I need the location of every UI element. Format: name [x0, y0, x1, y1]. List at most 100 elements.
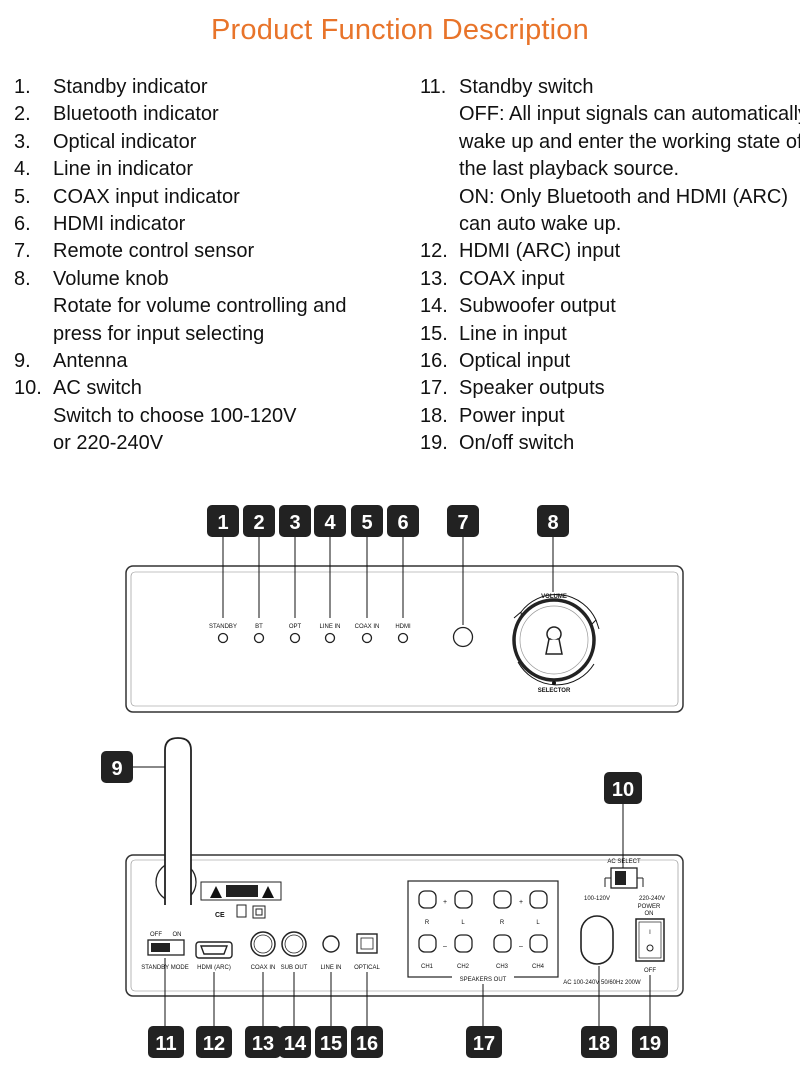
device-diagram: STANDBY BT OPT LINE IN COAX IN HDMI VOLU…: [101, 505, 684, 1058]
item-number: 12.: [420, 240, 448, 263]
coax-in-label: COAX IN: [251, 965, 276, 971]
callout-badge-16: 16: [351, 1026, 383, 1058]
switch-off-mark-icon: [646, 944, 654, 952]
sub-out-port[interactable]: SUB OUT: [281, 931, 308, 971]
speaker-outputs: + + – – R L R L CH1 CH2 CH3 CH4 SPEAKERS…: [407, 880, 559, 983]
item-text: Subwoofer output: [459, 295, 616, 318]
item-number: 14.: [420, 295, 448, 318]
power-label: POWER: [638, 904, 661, 910]
speaker-terminal[interactable]: [418, 890, 437, 909]
item-text: wake up and enter the working state of: [459, 130, 800, 153]
list-item: 9.Antenna: [14, 348, 394, 375]
item-text: COAX input indicator: [53, 185, 240, 208]
item-text: Line in indicator: [53, 158, 194, 181]
ac-high-label: 220-240V: [639, 896, 665, 902]
ac-select-switch[interactable]: AC SELECT 100-120V 220-240V: [584, 859, 665, 902]
power-input-socket[interactable]: [580, 915, 614, 965]
minus-label: –: [443, 943, 447, 950]
speaker-terminal[interactable]: [418, 934, 437, 953]
standby-on-label: ON: [173, 932, 182, 938]
speaker-terminal[interactable]: [493, 890, 512, 909]
list-item: 2.Bluetooth indicator: [14, 101, 394, 128]
channel-label: CH4: [532, 964, 545, 970]
item-text: or 220-240V: [53, 432, 164, 455]
svg-text:3: 3: [289, 512, 300, 534]
safety-labels: CE: [200, 881, 282, 919]
item-number: 17.: [420, 377, 448, 400]
double-insulation-icon: [252, 905, 266, 919]
svg-text:15: 15: [320, 1033, 342, 1055]
switch-on-mark: I: [649, 930, 651, 936]
line-in-led-icon: [324, 632, 336, 644]
list-item: 4. Line in indicator: [14, 156, 394, 183]
list-item: 16. Optical input: [420, 348, 798, 375]
remote-sensor-icon: [452, 626, 474, 648]
item-text: Line in input: [459, 322, 567, 345]
list-item: 3.Optical indicator: [14, 129, 394, 156]
hdmi-arc-port[interactable]: HDMI (ARC): [195, 941, 233, 971]
item-text: Optical input: [459, 350, 571, 373]
callout-badge-5: 5: [351, 505, 383, 537]
indicator-label-hdmi: HDMI: [395, 624, 411, 630]
svg-text:8: 8: [547, 512, 558, 534]
svg-text:17: 17: [473, 1033, 495, 1055]
list-item: 14. Subwoofer output: [420, 293, 798, 320]
svg-text:10: 10: [612, 779, 634, 801]
svg-text:19: 19: [639, 1033, 661, 1055]
item-number: 4.: [14, 158, 31, 181]
speaker-terminal[interactable]: [454, 890, 473, 909]
list-item: 13.COAX input: [420, 266, 798, 293]
item-number: 11.: [420, 76, 447, 98]
item-text: Standby switch: [459, 76, 594, 98]
item-text: COAX input: [459, 267, 565, 290]
volume-label: VOLUME: [541, 594, 567, 600]
speaker-terminal[interactable]: [529, 890, 548, 909]
speaker-terminal[interactable]: [493, 934, 512, 953]
hdmi-arc-label: HDMI (ARC): [197, 965, 231, 971]
callout-badge-17: 17: [466, 1026, 502, 1058]
item-text: Standby indicator: [53, 76, 208, 98]
power-switch[interactable]: POWER ON I OFF: [635, 904, 665, 974]
page-title: Product Function Description: [211, 14, 589, 46]
callout-badge-15: 15: [315, 1026, 347, 1058]
item-number: 16.: [420, 350, 448, 373]
line-in-port[interactable]: LINE IN: [320, 935, 342, 971]
callout-badge-9: 9: [101, 751, 133, 783]
line-in-label: LINE IN: [320, 965, 341, 971]
opt-led-icon: [289, 632, 301, 644]
item-number: 1.: [14, 76, 31, 98]
channel-side-label: L: [461, 920, 465, 926]
list-item: 6.HDMI indicator: [14, 211, 394, 238]
item-text: HDMI (ARC) input: [459, 240, 621, 263]
speakers-out-label: SPEAKERS OUT: [460, 977, 507, 983]
rear-leader-lines: [164, 804, 651, 1028]
item-number: 10.: [14, 377, 42, 400]
minus-label: –: [519, 943, 523, 950]
speaker-terminal[interactable]: [454, 934, 473, 953]
item-number: 6.: [14, 213, 31, 236]
speaker-terminal[interactable]: [529, 934, 548, 953]
hdmi-led-icon: [397, 632, 409, 644]
channel-side-label: R: [425, 920, 430, 926]
standby-off-label: OFF: [150, 932, 162, 938]
indicator-label-opt: OPT: [289, 624, 302, 630]
indicator-label-line-in: LINE IN: [319, 624, 340, 630]
channel-side-label: R: [500, 920, 505, 926]
list-item: 18.Power input: [420, 403, 798, 430]
optical-port[interactable]: OPTICAL: [354, 933, 380, 971]
svg-text:12: 12: [203, 1033, 225, 1055]
item-text: Bluetooth indicator: [53, 103, 219, 126]
list-item: 5.COAX input indicator: [14, 184, 394, 211]
svg-text:13: 13: [252, 1033, 274, 1055]
coax-led-icon: [361, 632, 373, 644]
coax-in-port[interactable]: COAX IN: [250, 931, 276, 971]
volume-knob[interactable]: VOLUME SELECTOR: [512, 594, 600, 694]
svg-text:2: 2: [253, 512, 264, 534]
svg-text:18: 18: [588, 1033, 610, 1055]
power-on-label: ON: [645, 911, 654, 917]
selector-label: SELECTOR: [538, 688, 571, 694]
channel-label: CH2: [457, 964, 470, 970]
item-text: Speaker outputs: [459, 377, 605, 400]
channel-side-label: L: [536, 920, 540, 926]
